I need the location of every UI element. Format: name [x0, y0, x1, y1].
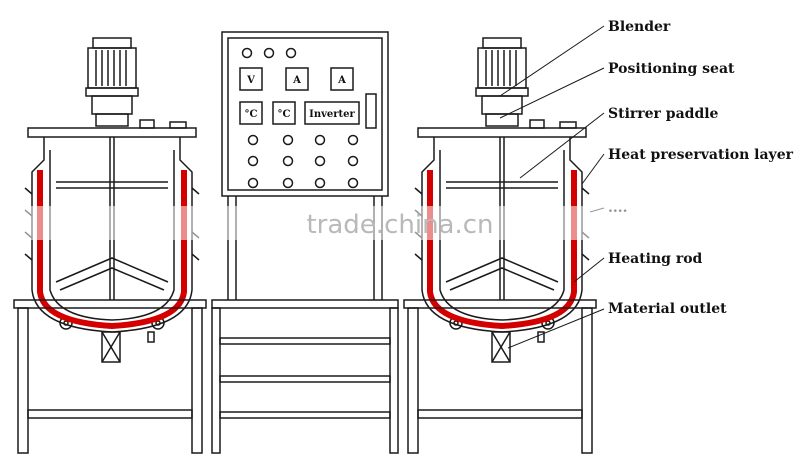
- meter-label-current-1: A: [292, 75, 301, 86]
- callout-stirrer-paddle: Stirrer paddle: [608, 106, 719, 122]
- inverter-label: Inverter: [309, 109, 355, 120]
- control-panel-icon: [221, 31, 389, 300]
- callout-heat-preservation-layer: Heat preservation layer: [608, 147, 794, 163]
- watermark: trade.china.cn: [306, 210, 493, 240]
- callout-material-outlet: Material outlet: [608, 301, 727, 317]
- platform-stairs: [211, 299, 399, 454]
- temperature-label-2: °C: [278, 109, 291, 120]
- callout-heating-rod: Heating rod: [608, 251, 703, 267]
- meter-label-current-2: A: [337, 75, 346, 86]
- callout-positioning-seat: Positioning seat: [608, 61, 735, 77]
- right-mixing-tank: [404, 38, 596, 453]
- left-mixing-tank: [14, 38, 206, 453]
- callout-blender: Blender: [608, 19, 671, 35]
- switch-icon: [365, 93, 377, 129]
- temperature-label-1: °C: [245, 109, 258, 120]
- watermark-band: [0, 206, 800, 240]
- meter-label-voltage: V: [246, 75, 255, 86]
